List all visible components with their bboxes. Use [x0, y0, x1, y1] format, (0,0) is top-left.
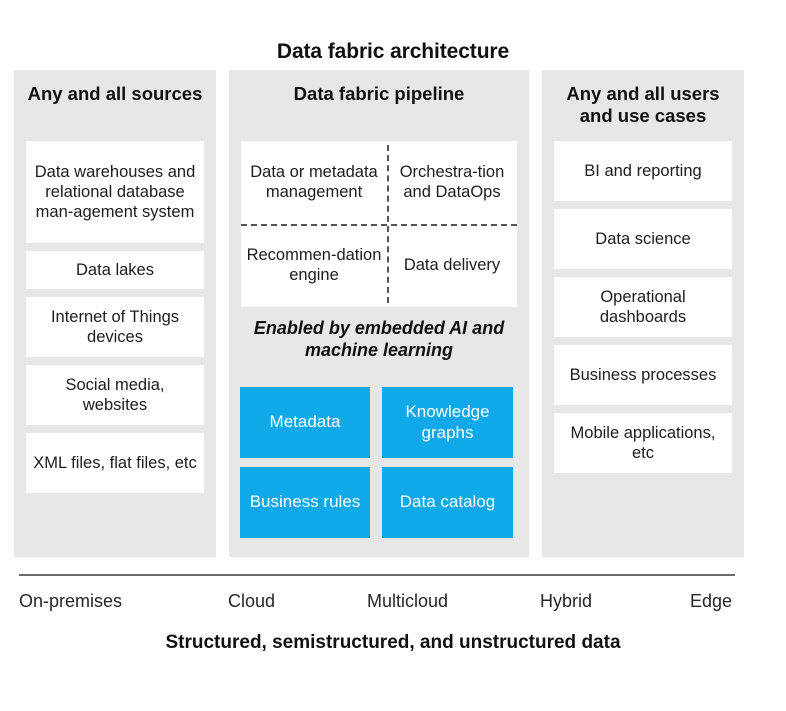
users-card-list: BI and reporting Data science Operationa…	[554, 141, 732, 481]
deployment-options-row: On-premises Cloud Multicloud Hybrid Edge	[19, 591, 739, 619]
list-item: Social media, websites	[26, 365, 204, 425]
data-types-note: Structured, semistructured, and unstruct…	[165, 632, 621, 653]
capability-tile: Business rules	[240, 467, 370, 538]
quadrant-cell: Recommen-dation engine	[246, 245, 382, 284]
capability-tile: Knowledge graphs	[382, 387, 513, 458]
deployment-option: Edge	[690, 591, 733, 611]
footer-divider	[19, 574, 735, 576]
pipeline-panel-header: Data fabric pipeline	[293, 83, 465, 104]
list-item: Business processes	[554, 345, 732, 405]
list-item: Operational dashboards	[554, 277, 732, 337]
pipeline-quadrant-grid: Data or metadata management Orchestra-ti…	[241, 141, 517, 307]
pipeline-panel: Data fabric pipeline Data or metadata ma…	[229, 70, 529, 557]
quadrant-horizontal-divider	[241, 224, 517, 226]
quadrant-cell: Orchestra-tion and DataOps	[399, 162, 505, 201]
list-item: Mobile applications, etc	[554, 413, 732, 473]
deployment-option: Cloud	[228, 591, 276, 611]
list-item: BI and reporting	[554, 141, 732, 201]
quadrant-cell: Data or metadata management	[250, 162, 378, 201]
capability-tile: Metadata	[240, 387, 370, 458]
capability-tile: Data catalog	[382, 467, 513, 538]
sources-panel: Any and all sources Data warehouses and …	[14, 70, 216, 557]
list-item: XML files, flat files, etc	[26, 433, 204, 493]
list-item: Data warehouses and relational database …	[26, 141, 204, 243]
list-item: Internet of Things devices	[26, 297, 204, 357]
users-panel-header: Any and all users and use cases	[566, 83, 720, 127]
deployment-option: Hybrid	[540, 591, 593, 611]
users-panel: Any and all users and use cases BI and r…	[542, 70, 744, 557]
list-item: Data lakes	[26, 251, 204, 289]
page-title: Data fabric architecture	[276, 40, 510, 63]
deployment-option: Multicloud	[367, 591, 449, 611]
deployment-option: On-premises	[19, 591, 123, 611]
list-item: Data science	[554, 209, 732, 269]
sources-card-list: Data warehouses and relational database …	[26, 141, 204, 501]
sources-panel-header: Any and all sources	[27, 83, 203, 104]
quadrant-cell: Data delivery	[403, 255, 501, 274]
enabled-by-caption: Enabled by embedded AI and machine learn…	[253, 318, 505, 360]
